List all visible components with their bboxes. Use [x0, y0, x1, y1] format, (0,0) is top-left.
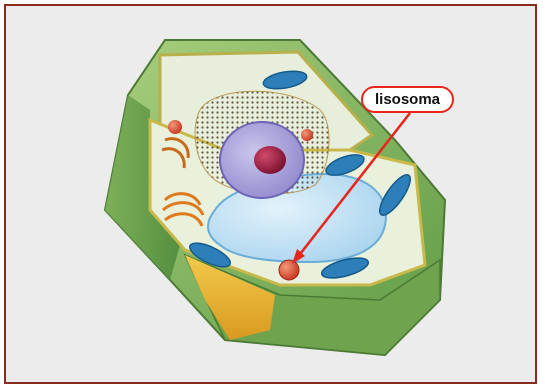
- lysosome-label-text: lisosoma: [375, 91, 440, 108]
- lysosome-target: [279, 260, 299, 280]
- lysosome-label: lisosoma: [361, 86, 454, 113]
- lysosome-small: [168, 120, 182, 134]
- lysosome-small: [301, 129, 313, 141]
- nucleolus: [254, 146, 286, 174]
